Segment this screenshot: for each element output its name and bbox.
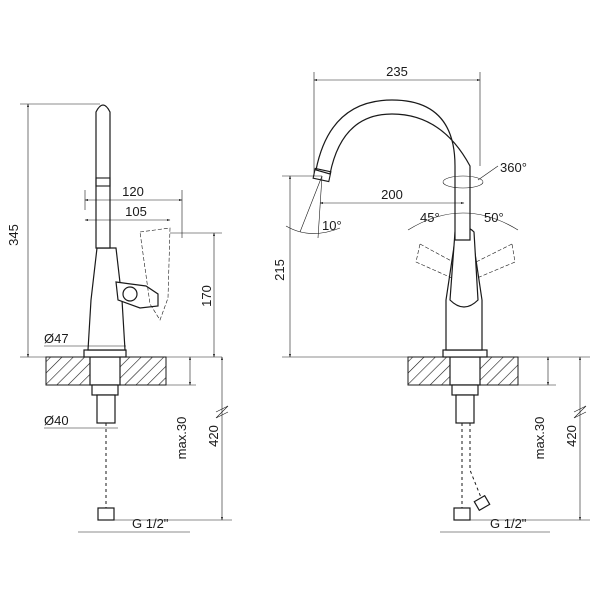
dim-right-width-total: 235 bbox=[386, 64, 408, 79]
dim-right-angle-left: 45° bbox=[420, 210, 440, 225]
dim-left-reach-lower: 105 bbox=[125, 204, 147, 219]
dim-right-thread: G 1/2" bbox=[490, 516, 527, 531]
dim-left-height-total: 345 bbox=[6, 224, 21, 246]
right-mounting-nut bbox=[451, 384, 479, 396]
right-view: 360° 235 200 10° 45° 50° 215 max.30 bbox=[272, 64, 590, 533]
dim-left-height-handle: 170 bbox=[199, 285, 214, 307]
left-hose-fitting bbox=[97, 507, 115, 521]
left-base-plate bbox=[83, 349, 127, 358]
dim-left-reach-upper: 120 bbox=[122, 184, 144, 199]
dim-right-reach: 200 bbox=[381, 187, 403, 202]
right-hose-fitting-2 bbox=[473, 494, 491, 512]
left-spout-tube bbox=[95, 104, 111, 249]
dim-right-rotation: 360° bbox=[500, 160, 527, 175]
right-handle-left-position bbox=[415, 243, 471, 287]
right-shank-through-top bbox=[449, 356, 481, 386]
dim-left-diameter-base: Ø47 bbox=[44, 331, 69, 346]
dim-right-angle-right: 50° bbox=[484, 210, 504, 225]
left-shank-through-top bbox=[89, 356, 121, 386]
dim-left-max-thickness: max.30 bbox=[174, 417, 189, 460]
left-aerator bbox=[95, 177, 111, 187]
dim-left-diameter-shank: Ø40 bbox=[44, 413, 69, 428]
right-base-plate bbox=[442, 349, 488, 358]
right-hose-2 bbox=[469, 423, 483, 501]
dim-right-hose-length: 420 bbox=[564, 425, 579, 447]
left-faucet-body bbox=[87, 247, 126, 351]
left-mounting-nut bbox=[91, 384, 119, 396]
right-gooseneck-spout bbox=[315, 99, 471, 241]
left-handle-pivot bbox=[122, 286, 138, 302]
left-view: 345 120 105 170 Ø47 Ø40 max.30 420 G 1/2… bbox=[6, 103, 232, 533]
right-hose-fitting bbox=[453, 507, 471, 521]
right-rotation-ellipse bbox=[442, 175, 484, 189]
left-handle-phantom bbox=[139, 227, 171, 321]
dim-left-hose-length: 420 bbox=[206, 425, 221, 447]
dim-left-thread: G 1/2" bbox=[132, 516, 169, 531]
left-shank-lower bbox=[96, 394, 116, 424]
dim-right-tilt-spout: 10° bbox=[322, 218, 342, 233]
right-shank-lower bbox=[455, 394, 475, 424]
dim-right-height: 215 bbox=[272, 259, 287, 281]
dim-right-max-thickness: max.30 bbox=[532, 417, 547, 460]
